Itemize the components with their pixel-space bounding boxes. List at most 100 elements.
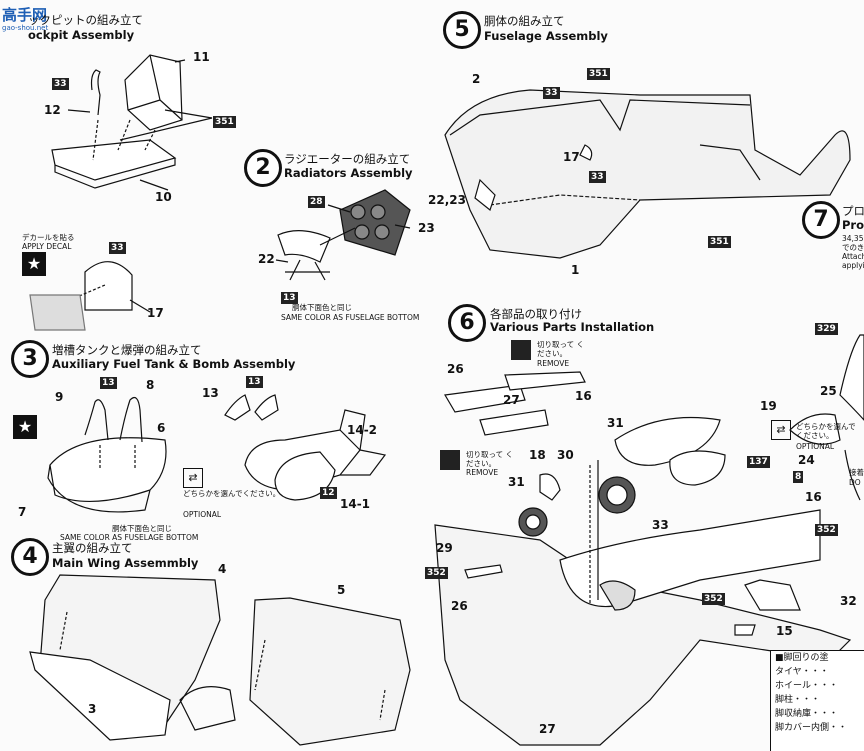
part-number: 14-1 bbox=[340, 497, 371, 511]
decal-note-jp: デカールを貼る bbox=[22, 233, 75, 242]
step-7-title-en: Prop bbox=[842, 218, 864, 232]
same-color-jp: 胴体下面色と同じ bbox=[292, 303, 352, 312]
part-number: 32 bbox=[840, 594, 857, 608]
part-number: 6 bbox=[157, 421, 166, 435]
part-number: 19 bbox=[760, 399, 777, 413]
step-6-right-en: DO bbox=[849, 478, 861, 487]
gear-color-table: ■脚回りの塗 タイヤ・・・ ホイール・・・ 脚柱・・・ 脚収納庫・・・ 脚カバー… bbox=[770, 650, 864, 751]
step-6-title-en: Various Parts Installation bbox=[490, 320, 655, 334]
paint-tag: 137 bbox=[747, 456, 770, 468]
paint-tag: 13 bbox=[281, 292, 298, 304]
step-7-note-2: でのき bbox=[842, 243, 864, 252]
step-3-number: 3 bbox=[11, 340, 49, 378]
step-7-note-1: 34,35 bbox=[842, 234, 864, 243]
same-color-en: SAME COLOR AS FUSELAGE BOTTOM bbox=[281, 313, 420, 322]
part-number: 13 bbox=[202, 386, 219, 400]
part-number: 27 bbox=[539, 722, 556, 736]
part-number: 17 bbox=[563, 150, 580, 164]
step-5-title-jp: 胴体の組み立て bbox=[484, 14, 565, 28]
part-number: 15 bbox=[776, 624, 793, 638]
paint-tag: 33 bbox=[109, 242, 126, 254]
radiator-block-part bbox=[339, 189, 411, 256]
paint-tag: 352 bbox=[425, 567, 448, 579]
decal-note-en: APPLY DECAL bbox=[22, 242, 72, 251]
color-table-title: ■脚回りの塗 bbox=[775, 653, 829, 663]
instrument-panel-part bbox=[84, 261, 133, 311]
step-6-right-jp: 接着 bbox=[849, 468, 864, 477]
part-number: 31 bbox=[607, 416, 624, 430]
part-number: 22 bbox=[258, 252, 275, 266]
paint-tag: 352 bbox=[815, 524, 838, 536]
color-table-row: ホイール・・・ bbox=[775, 681, 839, 691]
step-2-title-en: Radiators Assembly bbox=[284, 166, 413, 180]
step-1-title-en: ockpit Assembly bbox=[28, 28, 135, 42]
step-5-number: 5 bbox=[443, 11, 481, 49]
part-number: 12 bbox=[44, 103, 61, 117]
part-number: 30 bbox=[557, 448, 574, 462]
step-6-number: 6 bbox=[448, 304, 486, 342]
optional-icon: ⇄ bbox=[183, 468, 203, 488]
part-number: 10 bbox=[155, 190, 172, 204]
step-7-title-jp: プロペ bbox=[842, 204, 864, 218]
part-number: 27 bbox=[503, 393, 520, 407]
watermark-logo: 高手网 bbox=[2, 6, 48, 24]
step-1-title-jp: ックピットの組み立て bbox=[28, 13, 143, 27]
part-number: 14-2 bbox=[347, 423, 378, 437]
optional-en: OPTIONAL bbox=[796, 442, 835, 451]
paint-tag: 351 bbox=[213, 116, 236, 128]
optional-en: OPTIONAL bbox=[183, 510, 222, 519]
spinner-part bbox=[789, 413, 841, 445]
paint-tag: 351 bbox=[708, 236, 731, 248]
color-table-row: 脚収納庫・・・ bbox=[775, 709, 839, 719]
part-number: 29 bbox=[436, 541, 453, 555]
decal-star-icon: ★ bbox=[13, 415, 37, 439]
decal-star-icon: ★ bbox=[22, 252, 46, 276]
part-number: 8 bbox=[146, 378, 155, 392]
remove-icon bbox=[511, 340, 531, 360]
part-number: 26 bbox=[447, 362, 464, 376]
optional-icon: ⇄ bbox=[771, 420, 791, 440]
color-table-row: 脚柱・・・ bbox=[775, 695, 821, 705]
paint-tag: 13 bbox=[100, 377, 117, 389]
part-number: 5 bbox=[337, 583, 346, 597]
seat-part bbox=[124, 54, 183, 131]
part-number: 25 bbox=[820, 384, 837, 398]
part-number: 18 bbox=[529, 448, 546, 462]
control-stick-part bbox=[90, 69, 101, 116]
step-5-title-en: Fuselage Assembly bbox=[484, 29, 608, 43]
same-color-jp: 胴体下面色と同じ bbox=[112, 524, 172, 533]
part-number: 16 bbox=[805, 490, 822, 504]
paint-tag: 33 bbox=[52, 78, 69, 90]
part-number: 24 bbox=[798, 453, 815, 467]
part-number: 3 bbox=[88, 702, 97, 716]
paint-tag: 329 bbox=[815, 323, 838, 335]
aircraft-fuselage-part bbox=[559, 509, 821, 607]
paint-tag: 8 bbox=[793, 471, 804, 483]
step-7-note-4: applyin bbox=[842, 261, 864, 270]
step-4-title-jp: 主翼の組み立て bbox=[52, 541, 133, 555]
part-number: 26 bbox=[451, 599, 468, 613]
color-table-row: 脚カバー内側・・ bbox=[775, 723, 848, 733]
part-number: 22,23 bbox=[428, 193, 466, 207]
propeller-blade-part bbox=[839, 334, 864, 421]
optional-jp: どちらかを選んでください。 bbox=[796, 422, 856, 440]
step-7-note-3: Attach bbox=[842, 252, 864, 261]
paint-tag: 13 bbox=[246, 376, 263, 388]
optional-jp: どちらかを選んでください。 bbox=[183, 489, 281, 498]
drop-tank-part bbox=[49, 437, 167, 502]
watermark-site: gao-shou.net bbox=[2, 24, 49, 32]
part-number: 2 bbox=[472, 72, 481, 86]
step-3-title-jp: 増槽タンクと爆弾の組み立て bbox=[52, 343, 202, 357]
paint-tag: 12 bbox=[320, 487, 337, 499]
step-4-title-en: Main Wing Assemmbly bbox=[52, 556, 199, 570]
part-number: 1 bbox=[571, 263, 580, 277]
radiator-cowl-part bbox=[277, 230, 331, 263]
part-number: 23 bbox=[418, 221, 435, 235]
remove-jp: 切り取って ください。 bbox=[537, 340, 585, 358]
part-number: 11 bbox=[193, 50, 210, 64]
fuselage-part bbox=[444, 89, 851, 259]
paint-tag: 33 bbox=[589, 171, 606, 183]
step-6-title-jp: 各部品の取り付け bbox=[490, 307, 582, 321]
external-tank-part bbox=[614, 416, 721, 466]
